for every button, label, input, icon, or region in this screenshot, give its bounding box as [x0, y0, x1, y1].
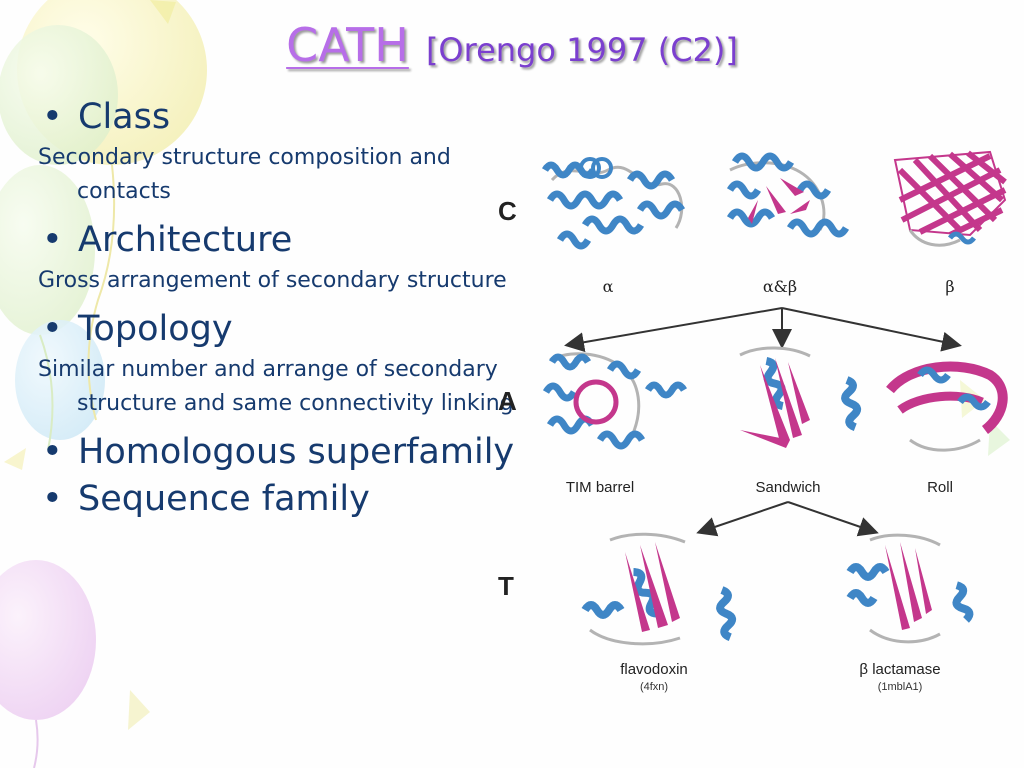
protein-flavodoxin-structure: [581, 532, 737, 646]
protein-beta-structure: [893, 150, 1007, 247]
bullet-topology: •Topology: [42, 309, 233, 349]
arrow-class-to-roll: [781, 307, 962, 352]
topology-label-flavodoxin: flavodoxin: [620, 661, 688, 678]
protein-alpha-structure: [541, 157, 686, 250]
cath-hierarchy-figure: C A T: [498, 150, 1008, 693]
architecture-label-tim-barrel: TIM barrel: [566, 479, 634, 496]
sub-bullet-topology-description: Similar number and arrange of secondary …: [38, 357, 514, 416]
sub-bullet-architecture-description: Gross arrangement of secondary structure: [38, 268, 507, 293]
class-label-beta: β: [945, 277, 954, 296]
protein-alpha-beta-structure: [726, 152, 850, 238]
architecture-label-sandwich: Sandwich: [755, 479, 820, 496]
topology-label-beta-lactamase: β lactamase: [859, 661, 940, 678]
protein-sandwich-structure: [739, 346, 862, 448]
bullet-architecture: •Architecture: [42, 220, 293, 260]
architecture-label-roll: Roll: [927, 479, 953, 496]
bullet-list: •Class Secondary structure composition a…: [38, 94, 518, 523]
title-citation: [Orengo 1997 (C2)]: [425, 31, 738, 69]
class-label-alpha-beta: α&β: [763, 277, 797, 296]
slide-title: CATH [Orengo 1997 (C2)]: [0, 18, 1024, 72]
protein-beta-lactamase-structure: [846, 533, 974, 644]
class-label-alpha: α: [603, 277, 614, 296]
level-letter-class: C: [498, 196, 517, 226]
protein-roll-structure: [886, 361, 1008, 452]
topology-code-flavodoxin: (4fxn): [640, 681, 668, 693]
protein-tim-barrel-structure: [542, 352, 688, 450]
title-link[interactable]: CATH: [286, 18, 409, 72]
bullet-sequence-family: •Sequence family: [42, 479, 370, 519]
arrow-sandwich-to-beta-lactamase: [787, 501, 879, 537]
bullet-class: •Class: [42, 97, 171, 137]
bullet-homologous-superfamily: •Homologous superfamily: [42, 432, 515, 472]
arrow-class-to-tim: [564, 307, 783, 353]
sub-bullet-class-description: Secondary structure composition and cont…: [38, 145, 451, 204]
arrow-sandwich-to-flavodoxin: [696, 501, 789, 537]
topology-code-beta-lactamase: (1mblA1): [878, 681, 923, 693]
level-letter-architecture: A: [498, 386, 517, 416]
level-letter-topology: T: [498, 571, 514, 601]
